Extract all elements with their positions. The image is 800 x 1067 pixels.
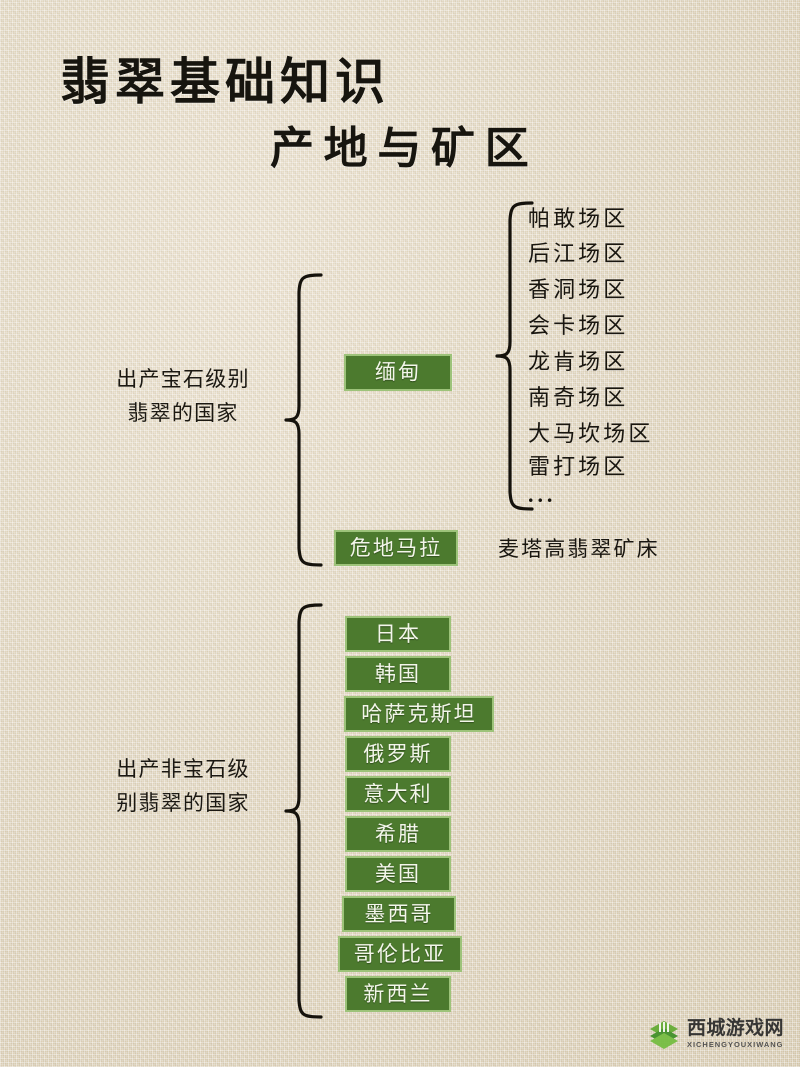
- country-chip-russia[interactable]: 俄罗斯: [345, 736, 451, 772]
- country-chip-united-states[interactable]: 美国: [345, 856, 451, 892]
- brace-gem-grade-group: [284, 273, 323, 567]
- country-chip-mexico[interactable]: 墨西哥: [342, 896, 456, 932]
- guatemala-deposit-label: 麦塔高翡翠矿床: [498, 537, 660, 561]
- mining-area-item: 香洞场区: [528, 277, 629, 302]
- country-chip-colombia[interactable]: 哥伦比亚: [338, 936, 462, 972]
- brace-myanmar-mining-areas: [495, 201, 534, 511]
- watermark: 西城游戏网 XICHENGYOUXIWANG: [648, 1018, 784, 1050]
- site-logo-icon: [648, 1018, 680, 1050]
- country-chip-south-korea[interactable]: 韩国: [345, 656, 451, 692]
- mining-area-item: 龙肯场区: [528, 349, 629, 374]
- country-chip-kazakhstan[interactable]: 哈萨克斯坦: [344, 696, 494, 732]
- brace-non-gem-grade-group: [284, 603, 323, 1019]
- watermark-title: 西城游戏网: [687, 1018, 784, 1040]
- mining-area-more-indicator: ...: [528, 482, 557, 507]
- country-chip-greece[interactable]: 希腊: [345, 816, 451, 852]
- group-label-non-gem-grade: 出产非宝石级 别翡翠的国家: [116, 757, 250, 815]
- mining-area-item: 大马坎场区: [528, 421, 654, 446]
- country-chip-new-zealand[interactable]: 新西兰: [345, 976, 451, 1012]
- page-title-main: 翡翠基础知识: [60, 54, 390, 110]
- page-title-sub: 产地与矿区: [270, 124, 539, 173]
- mining-area-item: 会卡场区: [528, 313, 629, 338]
- mining-area-item: 雷打场区: [528, 454, 629, 479]
- country-chip-guatemala[interactable]: 危地马拉: [334, 530, 458, 566]
- mining-area-item: 南奇场区: [528, 385, 629, 410]
- country-chip-myanmar[interactable]: 缅甸: [344, 354, 452, 391]
- country-chip-japan[interactable]: 日本: [345, 616, 451, 652]
- country-chip-italy[interactable]: 意大利: [345, 776, 451, 812]
- group-label-gem-grade: 出产宝石级别 翡翠的国家: [116, 367, 250, 425]
- watermark-subtitle: XICHENGYOUXIWANG: [687, 1040, 784, 1050]
- mining-area-item: 后江场区: [528, 241, 629, 266]
- mining-area-item: 帕敢场区: [528, 206, 629, 231]
